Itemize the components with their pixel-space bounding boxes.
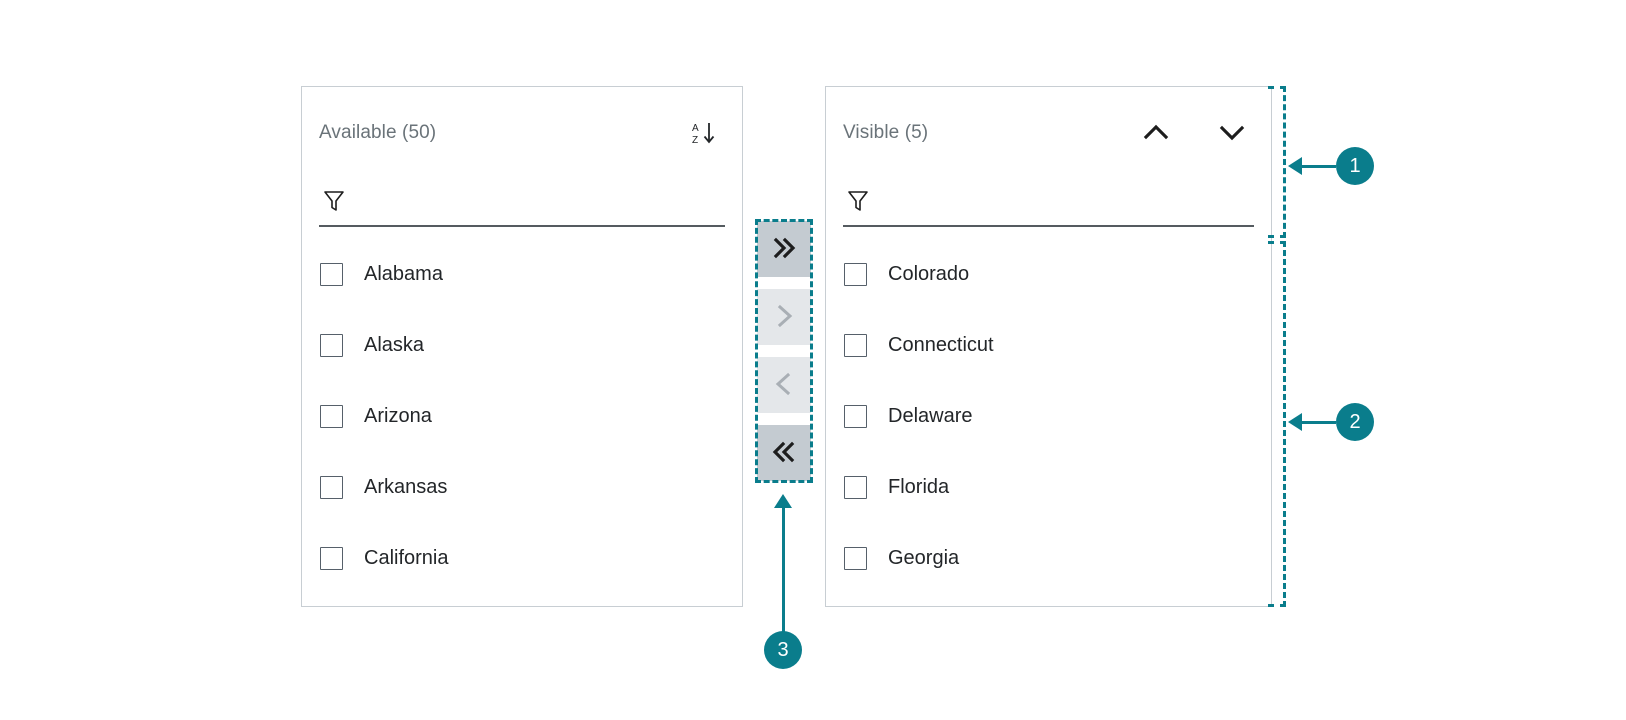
callout-1-arrowhead — [1288, 157, 1302, 175]
list-item-label: Alaska — [364, 334, 425, 356]
move-selected-left-button[interactable] — [757, 357, 811, 413]
visible-panel: Visible (5) — [825, 86, 1272, 607]
visible-header-actions — [1139, 116, 1249, 150]
list-item-label: Colorado — [888, 263, 970, 285]
checkbox[interactable] — [320, 405, 343, 428]
checkbox[interactable] — [844, 476, 867, 499]
list-item-label: Arkansas — [364, 476, 448, 498]
checkbox[interactable] — [320, 476, 343, 499]
chevron-left-icon — [771, 370, 797, 401]
visible-list[interactable]: Colorado Connecticut Delaware Florida Ge… — [843, 239, 1261, 596]
checkbox[interactable] — [844, 334, 867, 357]
visible-filter-input[interactable] — [877, 183, 1254, 221]
list-item-label: Georgia — [888, 547, 960, 569]
callout-2-arrowhead — [1288, 413, 1302, 431]
list-item[interactable]: California — [319, 523, 732, 594]
list-item[interactable]: Florida — [843, 452, 1261, 523]
list-item-label: California — [364, 547, 449, 569]
list-item[interactable]: Colorado — [843, 239, 1261, 310]
visible-filter-row — [843, 179, 1254, 233]
available-filter-row — [319, 179, 725, 233]
chevron-right-icon — [771, 302, 797, 333]
checkbox[interactable] — [320, 334, 343, 357]
chevron-up-icon[interactable] — [1139, 116, 1173, 150]
checkbox[interactable] — [320, 547, 343, 570]
transfer-button-stack — [757, 221, 811, 481]
available-header-actions: A Z — [686, 116, 720, 150]
callout-3-leader-line — [782, 508, 785, 632]
list-item[interactable]: Alabama — [319, 239, 732, 310]
visible-filter-underline — [843, 225, 1254, 227]
checkbox[interactable] — [844, 405, 867, 428]
list-item-label: Florida — [888, 476, 950, 498]
chevron-down-icon[interactable] — [1215, 116, 1249, 150]
list-item[interactable]: Georgia — [843, 523, 1261, 594]
available-list[interactable]: Alabama Alaska Arizona Arkansas Californ… — [319, 239, 732, 596]
list-item[interactable]: Alaska — [319, 310, 732, 381]
checkbox[interactable] — [320, 263, 343, 286]
callout-3-arrowhead — [774, 494, 792, 508]
list-item[interactable]: Arizona — [319, 381, 732, 452]
filter-funnel-icon[interactable] — [843, 185, 873, 217]
list-item-label: Delaware — [888, 405, 973, 427]
double-chevron-right-icon — [769, 235, 799, 264]
move-selected-right-button[interactable] — [757, 289, 811, 345]
svg-text:A: A — [692, 123, 699, 134]
checkbox[interactable] — [844, 263, 867, 286]
double-chevron-left-icon — [769, 439, 799, 468]
callout-badge-3: 3 — [764, 631, 802, 669]
list-item-label: Alabama — [364, 263, 443, 285]
list-item[interactable]: Delaware — [843, 381, 1261, 452]
available-panel: Available (50) A Z — [301, 86, 743, 607]
svg-text:Z: Z — [692, 135, 698, 146]
checkbox[interactable] — [844, 547, 867, 570]
sort-az-descending-icon[interactable]: A Z — [686, 116, 720, 150]
list-item-label: Arizona — [364, 405, 432, 427]
list-item-label: Connecticut — [888, 334, 994, 356]
filter-funnel-icon[interactable] — [319, 185, 349, 217]
available-filter-input[interactable] — [353, 183, 725, 221]
available-filter-underline — [319, 225, 725, 227]
list-item[interactable]: Connecticut — [843, 310, 1261, 381]
callout-1-leader-line — [1302, 165, 1336, 168]
visible-panel-header: Visible (5) — [826, 87, 1271, 179]
callout-2-leader-line — [1302, 421, 1336, 424]
available-panel-title: Available (50) — [319, 122, 437, 143]
move-all-right-button[interactable] — [757, 221, 811, 277]
list-item[interactable]: Arkansas — [319, 452, 732, 523]
available-panel-header: Available (50) A Z — [302, 87, 742, 179]
callout-badge-1: 1 — [1336, 147, 1374, 185]
move-all-left-button[interactable] — [757, 425, 811, 481]
visible-panel-title: Visible (5) — [843, 122, 929, 143]
callout-badge-2: 2 — [1336, 403, 1374, 441]
